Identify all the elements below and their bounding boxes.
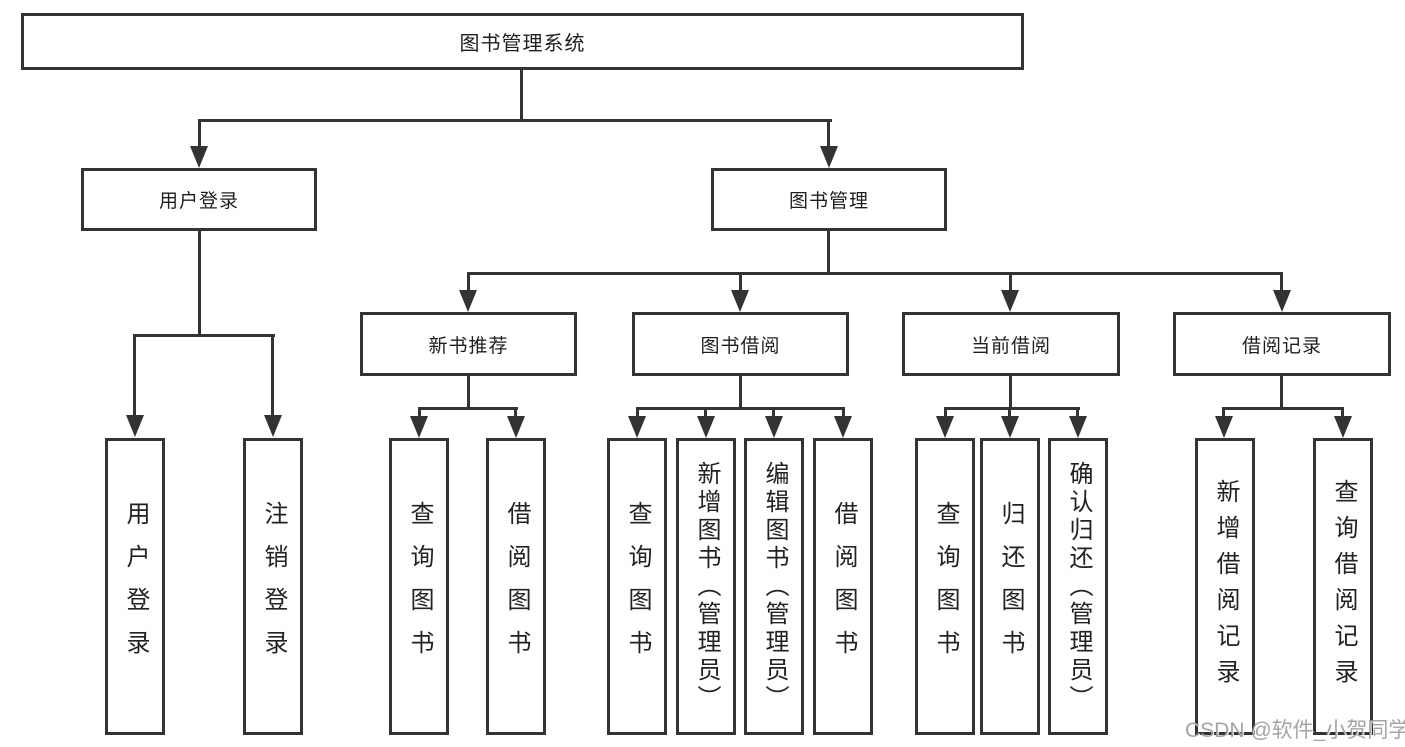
leaf-edit-book-admin: 编辑图书（管理员） <box>744 438 804 735</box>
connector-stub <box>739 272 742 292</box>
arrow-down-icon <box>264 415 282 437</box>
arrow-down-icon <box>507 416 525 438</box>
arrow-down-icon <box>1069 416 1087 438</box>
node-new-book-recommendation: 新书推荐 <box>360 312 577 376</box>
node-label: 图书借阅 <box>700 335 781 357</box>
arrow-down-icon <box>1273 290 1291 312</box>
node-user-login: 用户登录 <box>81 168 317 231</box>
node-book-management: 图书管理 <box>711 168 947 231</box>
arrow-down-icon <box>459 290 477 312</box>
connector-stub <box>704 407 707 420</box>
connector-book-mgmt-stub <box>827 119 830 149</box>
arrow-down-icon <box>820 146 838 168</box>
connector-user-login-stub <box>198 119 201 149</box>
connector-stub <box>739 376 742 407</box>
connector-stub <box>198 231 201 334</box>
leaf-label: 编辑图书（管理员） <box>761 460 788 713</box>
connector-stub <box>271 334 274 417</box>
arrow-down-icon <box>834 416 852 438</box>
leaf-confirm-return-admin: 确认归还（管理员） <box>1048 438 1108 735</box>
arrow-down-icon <box>1001 416 1019 438</box>
connector-stub <box>1280 272 1283 292</box>
connector-stub <box>133 334 136 417</box>
connector-stub <box>944 407 947 420</box>
leaf-label: 借阅图书 <box>503 500 530 673</box>
arrow-down-icon <box>1001 290 1019 312</box>
node-label: 图书管理系统 <box>459 33 586 55</box>
arrow-down-icon <box>190 146 208 168</box>
connector-stub <box>467 376 470 407</box>
connector-hbar <box>1222 407 1344 410</box>
node-library-management-system: 图书管理系统 <box>21 13 1024 70</box>
connector-hbar <box>133 334 275 337</box>
connector-stub <box>1222 407 1225 420</box>
arrow-down-icon <box>126 415 144 437</box>
connector-level1-hbar <box>198 119 832 122</box>
arrow-down-icon <box>697 416 715 438</box>
connector-stub <box>1280 376 1283 407</box>
arrow-down-icon <box>410 416 428 438</box>
connector-stub <box>1009 272 1012 292</box>
leaf-query-books-borrow: 查询图书 <box>607 438 667 735</box>
connector-stub <box>1341 407 1344 420</box>
node-label: 借阅记录 <box>1241 335 1322 357</box>
arrow-down-icon <box>1215 416 1233 438</box>
arrow-down-icon <box>936 416 954 438</box>
leaf-label: 查询借阅记录 <box>1330 478 1357 695</box>
leaf-borrow-books-borrow: 借阅图书 <box>813 438 873 735</box>
arrow-down-icon <box>765 416 783 438</box>
leaf-label: 新增借阅记录 <box>1212 478 1239 695</box>
leaf-query-books-current: 查询图书 <box>915 438 975 735</box>
leaf-borrow-books-recommend: 借阅图书 <box>486 438 546 735</box>
leaf-logout: 注销登录 <box>243 438 303 735</box>
connector-stub <box>1076 407 1079 420</box>
leaf-user-login: 用户登录 <box>105 438 165 735</box>
arrow-down-icon <box>628 416 646 438</box>
node-label: 图书管理 <box>788 191 869 212</box>
connector-stub <box>636 407 639 420</box>
connector-hbar <box>636 407 845 410</box>
node-label: 用户登录 <box>158 191 239 212</box>
connector-root-stub <box>520 70 523 119</box>
leaf-label: 新增图书（管理员） <box>693 460 720 713</box>
connector-stub <box>827 231 830 272</box>
leaf-label: 归还图书 <box>997 500 1024 673</box>
connector-stub <box>1009 376 1012 407</box>
connector-stub <box>842 407 845 420</box>
leaf-label: 借阅图书 <box>830 500 857 673</box>
leaf-label: 查询图书 <box>406 500 433 673</box>
csdn-watermark: CSDN @软件_小贺同学 <box>1185 719 1405 742</box>
leaf-label: 注销登录 <box>260 500 287 673</box>
leaf-return-book: 归还图书 <box>980 438 1040 735</box>
leaf-label: 确认归还（管理员） <box>1065 460 1092 713</box>
connector-stub <box>467 272 470 292</box>
leaf-label: 用户登录 <box>122 500 149 673</box>
node-book-borrowing: 图书借阅 <box>632 312 849 376</box>
connector-stub <box>772 407 775 420</box>
leaf-label: 查询图书 <box>624 500 651 673</box>
connector-stub <box>1008 407 1011 420</box>
node-label: 新书推荐 <box>428 335 509 357</box>
leaf-query-borrow-record: 查询借阅记录 <box>1313 438 1373 735</box>
connector-hbar <box>418 407 518 410</box>
leaf-query-books-recommend: 查询图书 <box>389 438 449 735</box>
connector-level2-hbar <box>467 272 1282 275</box>
node-label: 当前借阅 <box>970 335 1051 357</box>
leaf-add-borrow-record: 新增借阅记录 <box>1195 438 1255 735</box>
connector-stub <box>514 407 517 420</box>
connector-hbar <box>944 407 1080 410</box>
node-borrowing-records: 借阅记录 <box>1173 312 1391 376</box>
arrow-down-icon <box>1334 416 1352 438</box>
node-current-borrowing: 当前借阅 <box>902 312 1120 376</box>
leaf-label: 查询图书 <box>932 500 959 673</box>
connector-stub <box>418 407 421 420</box>
leaf-add-book-admin: 新增图书（管理员） <box>676 438 736 735</box>
arrow-down-icon <box>731 290 749 312</box>
